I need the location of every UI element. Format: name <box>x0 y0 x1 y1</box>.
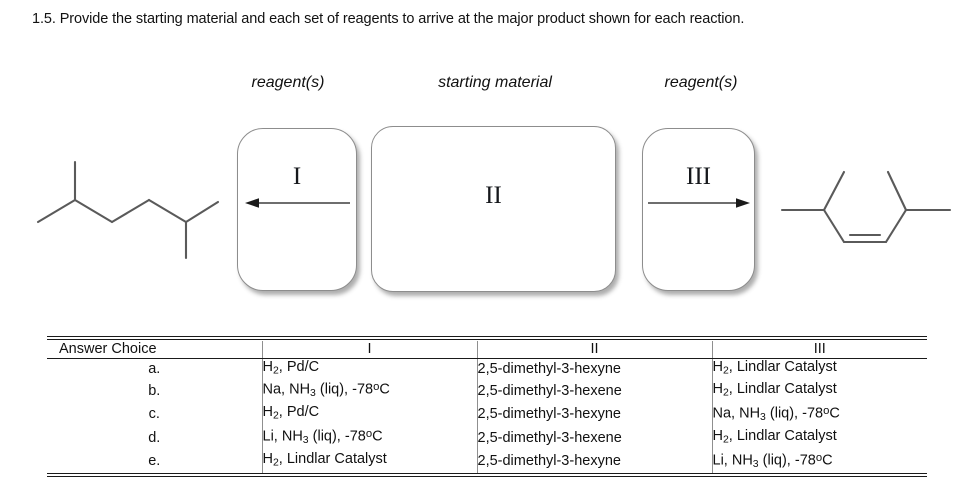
answer-box-starting-material[interactable] <box>371 126 616 292</box>
roman-numeral-three: III <box>686 163 711 190</box>
cell-reagents-i: H2, Lindlar Catalyst <box>261 449 477 474</box>
cell-starting-material-ii: 2,5-dimethyl-3-hexyne <box>476 402 712 427</box>
row-letter: c. <box>148 406 160 423</box>
label-reagents-left: reagent(s) <box>251 74 325 91</box>
row-letter: a. <box>148 360 161 377</box>
table-header-answer-choice: Answer Choice <box>47 341 262 359</box>
answer-box-reagents-one[interactable] <box>237 128 357 291</box>
cell-reagents-iii: H2, Lindlar Catalyst <box>711 426 927 450</box>
cell-reagents-iii: Li, NH3 (liq), -78oC <box>711 449 927 474</box>
roman-numeral-one: I <box>292 163 302 190</box>
roman-numeral-two: II <box>485 182 502 209</box>
row-letter: d. <box>148 429 161 446</box>
cell-starting-material-ii: 2,5-dimethyl-3-hexene <box>476 426 712 450</box>
cell-reagents-i: H2, Pd/C <box>261 402 477 427</box>
cell-reagents-iii: Na, NH3 (liq), -78oC <box>711 402 927 427</box>
cell-reagents-i: Na, NH3 (liq), -78oC <box>261 379 477 403</box>
row-letter: e. <box>148 453 161 470</box>
table-header-column-ii: II <box>476 341 712 359</box>
cell-reagents-i: H2, Pd/C <box>261 358 477 380</box>
cell-starting-material-ii: 2,5-dimethyl-3-hexyne <box>476 358 712 380</box>
question-prompt: 1.5. Provide the starting material and e… <box>32 11 745 27</box>
cell-reagents-iii: H2, Lindlar Catalyst <box>711 379 927 403</box>
label-reagents-right: reagent(s) <box>664 74 738 91</box>
structure-2-5-dimethylhexane <box>36 160 220 260</box>
label-starting-material: starting material <box>438 74 552 91</box>
cell-reagents-i: Li, NH3 (liq), -78oC <box>261 426 477 450</box>
cell-starting-material-ii: 2,5-dimethyl-3-hexene <box>476 379 712 403</box>
reaction-arrow-left-icon <box>245 198 350 208</box>
answer-box-reagents-three[interactable] <box>642 128 755 291</box>
reaction-arrow-right-icon <box>648 198 750 208</box>
structure-cis-2-5-dimethyl-3-hexene <box>780 170 952 244</box>
cell-reagents-iii: H2, Lindlar Catalyst <box>711 358 927 380</box>
row-letter: b. <box>148 382 161 399</box>
cell-starting-material-ii: 2,5-dimethyl-3-hexyne <box>476 449 712 474</box>
table-header-column-iii: III <box>711 341 927 359</box>
table-header-column-i: I <box>261 341 477 359</box>
